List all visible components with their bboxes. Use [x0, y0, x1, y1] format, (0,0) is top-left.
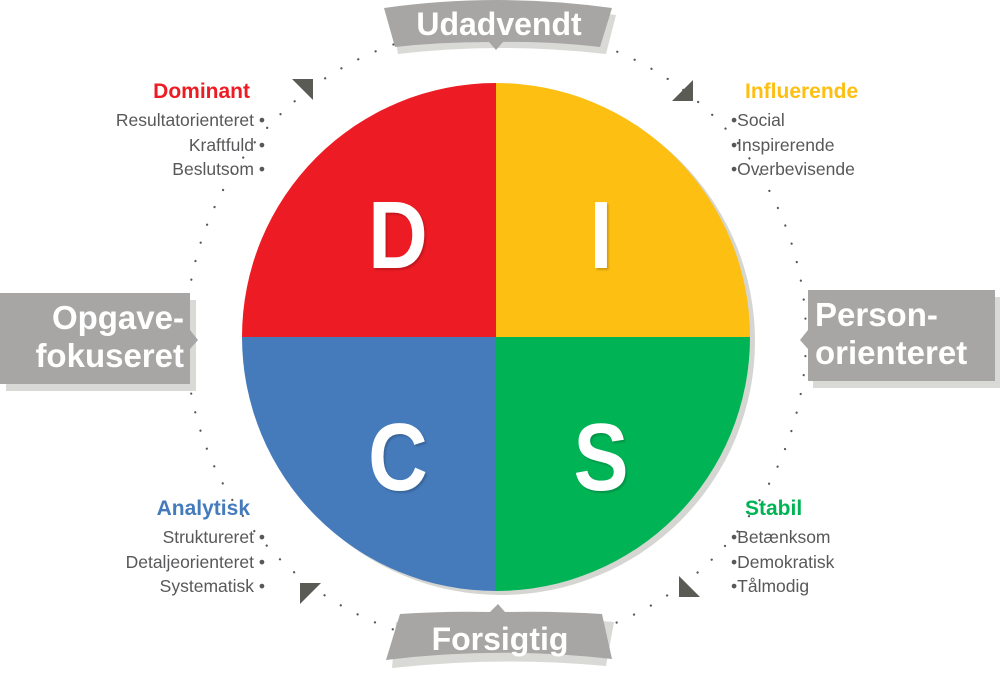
arrow-icon-bottom-left — [300, 583, 321, 604]
axis-label-left: Opgave- fokuseret — [4, 299, 184, 375]
axis-label-bottom: Forsigtig — [431, 621, 569, 657]
quadrant-s-title: Stabil — [745, 497, 803, 520]
trait-item: Tålmodig — [731, 574, 834, 599]
axis-label-right: Person- orienteret — [815, 296, 995, 372]
trait-item: Betænksom — [731, 525, 834, 550]
quadrant-i-title: Influerende — [745, 80, 859, 103]
trait-item: Systematisk — [126, 574, 265, 599]
trait-item: Kraftfuld — [116, 133, 265, 158]
trait-item: Overbevisende — [731, 157, 858, 182]
trait-item: Resultatorienteret — [116, 108, 265, 133]
trait-item: Detaljeorienteret — [126, 550, 265, 575]
quadrant-c[interactable] — [242, 337, 496, 591]
letter-c: C — [368, 404, 428, 511]
right-box — [800, 290, 1000, 388]
trait-item: Beslutsom — [116, 157, 265, 182]
quadrant-s[interactable] — [496, 337, 750, 591]
trait-item: Social — [731, 108, 858, 133]
quadrant-c-title: Analytisk — [156, 497, 250, 520]
bottom-ribbon — [386, 604, 614, 668]
trait-item: Struktureret — [126, 525, 265, 550]
quadrant-c-info: Analytisk Struktureret Detaljeorienteret… — [126, 497, 265, 599]
trait-item: Demokratisk — [731, 550, 834, 575]
axis-label-top: Udadvendt — [416, 6, 582, 42]
letter-d: D — [368, 182, 428, 289]
arrow-icon-top-right — [672, 80, 693, 101]
axis-label-right-line2: orienteret — [815, 334, 968, 371]
quadrant-d-info: Dominant Resultatorienteret Kraftfuld Be… — [116, 80, 265, 182]
quadrant-i[interactable] — [496, 83, 750, 337]
axis-label-left-line2: fokuseret — [35, 337, 184, 374]
left-box — [0, 293, 198, 391]
letter-i: I — [589, 182, 613, 289]
quadrant-s-info: Stabil Betænksom Demokratisk Tålmodig — [731, 497, 834, 599]
quadrant-d[interactable] — [242, 83, 496, 337]
arrow-icon-bottom-right — [679, 576, 700, 597]
quadrant-i-info: Influerende Social Inspirerende Overbevi… — [731, 80, 858, 182]
top-ribbon — [384, 0, 616, 54]
axis-label-left-line1: Opgave- — [51, 299, 184, 336]
trait-item: Inspirerende — [731, 133, 858, 158]
quadrant-d-title: Dominant — [153, 80, 250, 103]
letter-s: S — [573, 404, 629, 511]
arrow-icon-top-left — [292, 79, 313, 100]
axis-label-right-line1: Person- — [815, 296, 938, 333]
disc-circle — [242, 83, 750, 591]
